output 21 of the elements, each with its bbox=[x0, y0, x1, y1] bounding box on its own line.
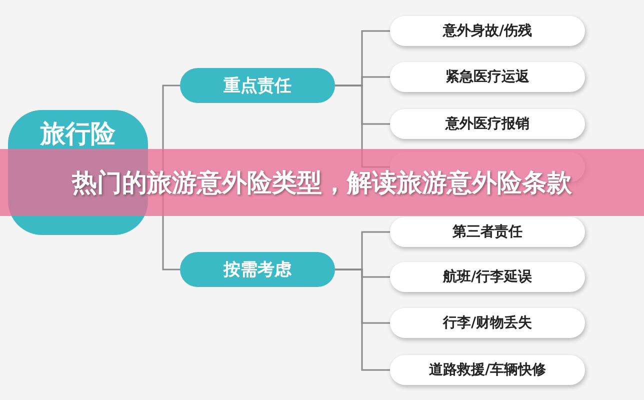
item-pill bbox=[390, 62, 585, 92]
node-text: 旅行险 bbox=[40, 120, 116, 149]
item-pill bbox=[390, 109, 585, 139]
node-text: 第三者责任 bbox=[452, 223, 522, 241]
item-pill bbox=[390, 355, 585, 385]
title-text: 热门的旅游意外险类型，解读旅游意外险条款 bbox=[70, 166, 573, 199]
category-pill bbox=[180, 252, 335, 287]
node-text: 道路救援/车辆快修 bbox=[428, 361, 546, 379]
node-text: 重点责任 bbox=[224, 75, 292, 97]
category-pill bbox=[180, 68, 335, 103]
node-text: 航班/行李延误 bbox=[442, 268, 532, 286]
node-text: 意外医疗报销 bbox=[446, 115, 530, 133]
node-text: 行李/财物丢失 bbox=[442, 314, 532, 332]
node-text: 按需考虑 bbox=[224, 259, 292, 281]
node-text: 意外身故/伤残 bbox=[442, 22, 532, 40]
item-pill bbox=[390, 16, 585, 46]
connector-line bbox=[335, 268, 390, 371]
item-pill bbox=[390, 308, 585, 338]
item-pill bbox=[390, 262, 585, 292]
item-pill bbox=[390, 217, 585, 247]
node-text: 紧急医疗运返 bbox=[446, 68, 530, 86]
